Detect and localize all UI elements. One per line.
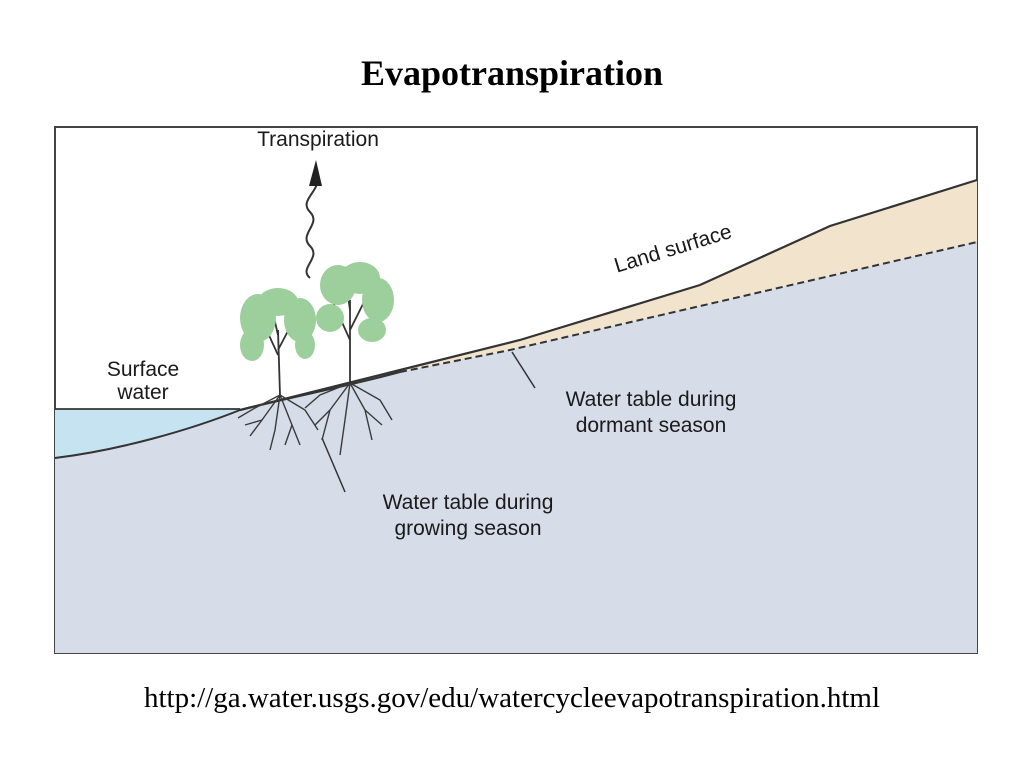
- transpiration-label: Transpiration: [257, 128, 379, 151]
- land-surface-line: [239, 178, 978, 412]
- growing-water-table-label-line2: growing season: [394, 517, 541, 540]
- transpiration-arrowhead-icon: [309, 160, 322, 186]
- surface-water-label-line1: Surface: [107, 358, 179, 381]
- dormant-water-table-label-line2: dormant season: [576, 414, 727, 437]
- source-url: http://ga.water.usgs.gov/edu/watercyclee…: [143, 682, 881, 714]
- dormant-water-table-line: [399, 241, 978, 373]
- dormant-label-pointer: [511, 351, 536, 389]
- growing-label-pointer: [321, 437, 346, 493]
- left-plant-foliage: [240, 288, 316, 361]
- dormant-water-table-label-line1: Water table during: [566, 388, 737, 411]
- slide-title: Evapotranspiration: [360, 53, 664, 93]
- plant-roots: [237, 382, 393, 456]
- right-plant-foliage: [316, 262, 394, 342]
- surface-water-label-line2: water: [116, 381, 168, 404]
- surface-water-body: [55, 409, 240, 458]
- growing-water-table-label-line1: Water table during: [383, 491, 554, 514]
- groundwater-zone: [55, 242, 977, 653]
- growing-water-table-line: [54, 371, 401, 459]
- transpiration-arrow-line: [305, 177, 318, 279]
